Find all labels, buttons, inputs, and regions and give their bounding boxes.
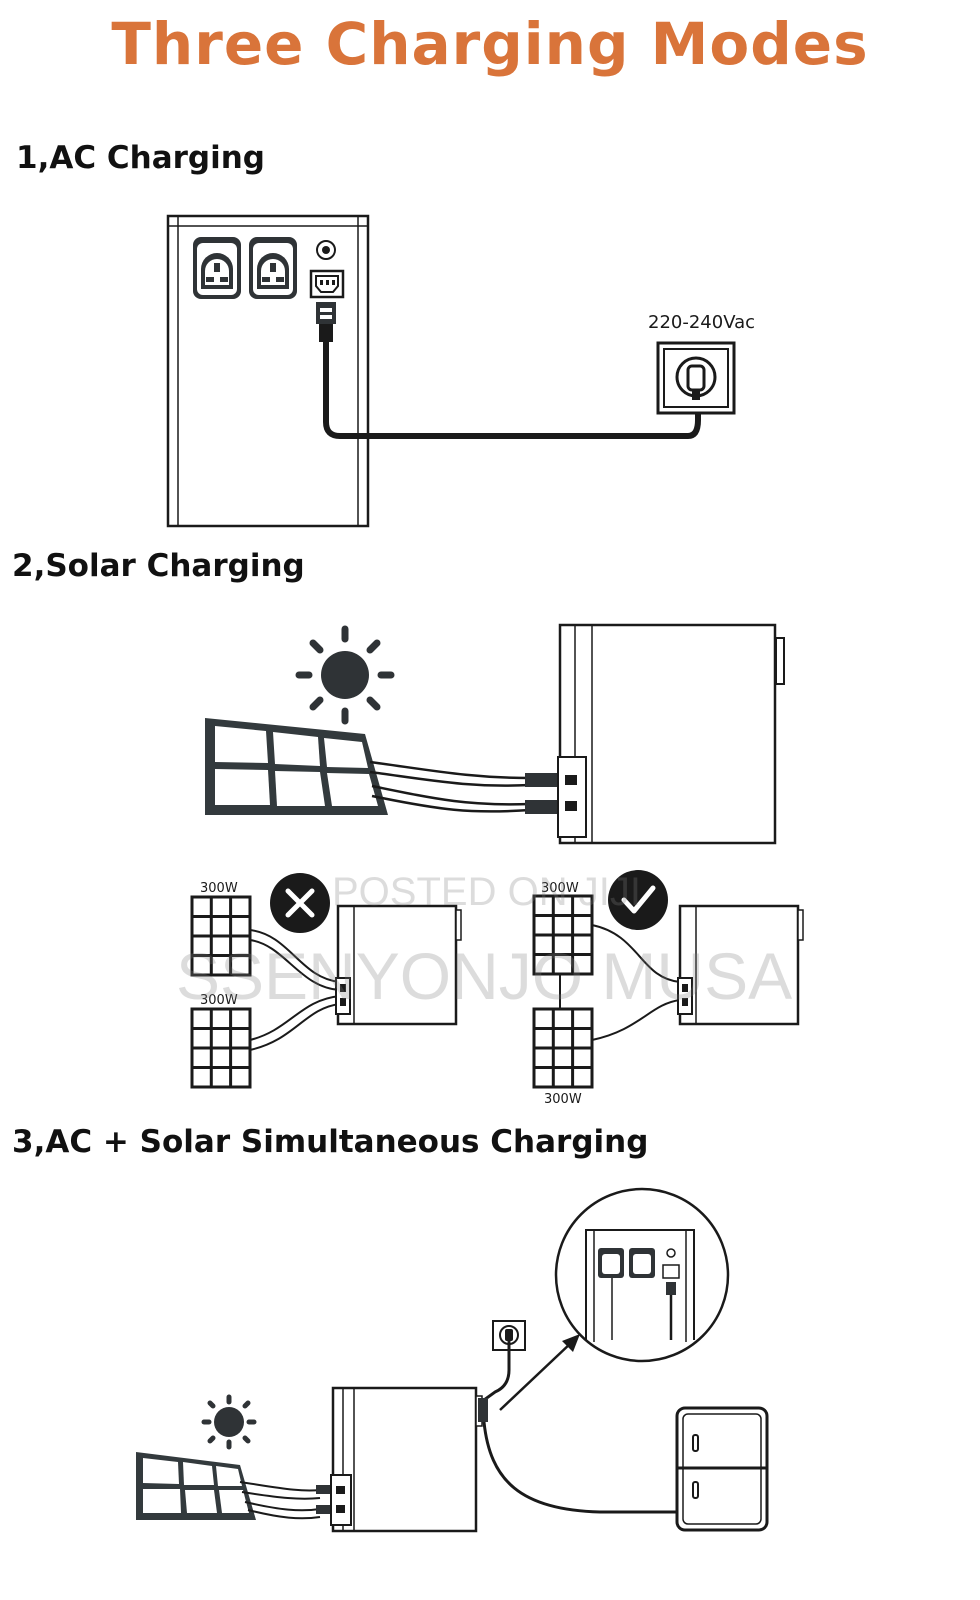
power-button-icon: [316, 240, 336, 260]
check-icon: [608, 870, 668, 930]
ac-plug-icon: [316, 302, 336, 342]
sun-icon: [299, 629, 391, 721]
section-ac-solar-charging: 3,AC + Solar Simultaneous Charging: [12, 1124, 649, 1160]
panel-label: 300W: [200, 881, 238, 896]
cross-icon: [270, 873, 330, 933]
power-station-small: [676, 904, 805, 1026]
section-solar-charging: 2,Solar Charging: [12, 548, 305, 584]
ac-charging-diagram: 220-240Vac: [166, 214, 755, 528]
panel-label: 300W: [200, 993, 238, 1008]
solar-panel-large: [205, 718, 388, 815]
panel-label: 300W: [541, 881, 579, 896]
solar-panel-small: [190, 895, 252, 977]
arrow-icon: [499, 1334, 580, 1411]
wrong-wiring-diagram: 300W 300W: [190, 873, 463, 1089]
voltage-label: 220-240Vac: [648, 312, 755, 333]
ac-solar-charging-diagram: [136, 1187, 769, 1533]
ac-cable: [323, 342, 701, 439]
page-title: Three Charging Modes: [111, 10, 869, 78]
solar-charging-diagram: [205, 623, 785, 845]
power-station-side: [557, 623, 785, 845]
solar-panel-large: [136, 1452, 256, 1520]
output-cable: [482, 1421, 678, 1514]
solar-panel-small: [532, 1007, 594, 1089]
ac-inlet-icon: [309, 269, 345, 299]
power-station-side: [330, 1386, 483, 1533]
right-wiring-diagram: 300W 300W: [532, 870, 805, 1107]
power-station-small: [334, 904, 463, 1026]
uk-socket-icon: [193, 237, 241, 299]
solar-panel-small: [190, 1007, 252, 1089]
wall-outlet-icon: [656, 341, 736, 415]
section-ac-charging: 1,AC Charging: [16, 140, 265, 176]
uk-socket-icon: [249, 237, 297, 299]
refrigerator-icon: [675, 1406, 769, 1532]
sun-icon: [201, 1394, 257, 1450]
panel-label: 300W: [544, 1092, 582, 1107]
solar-panel-small: [532, 894, 594, 976]
zoom-inset: [554, 1187, 730, 1363]
